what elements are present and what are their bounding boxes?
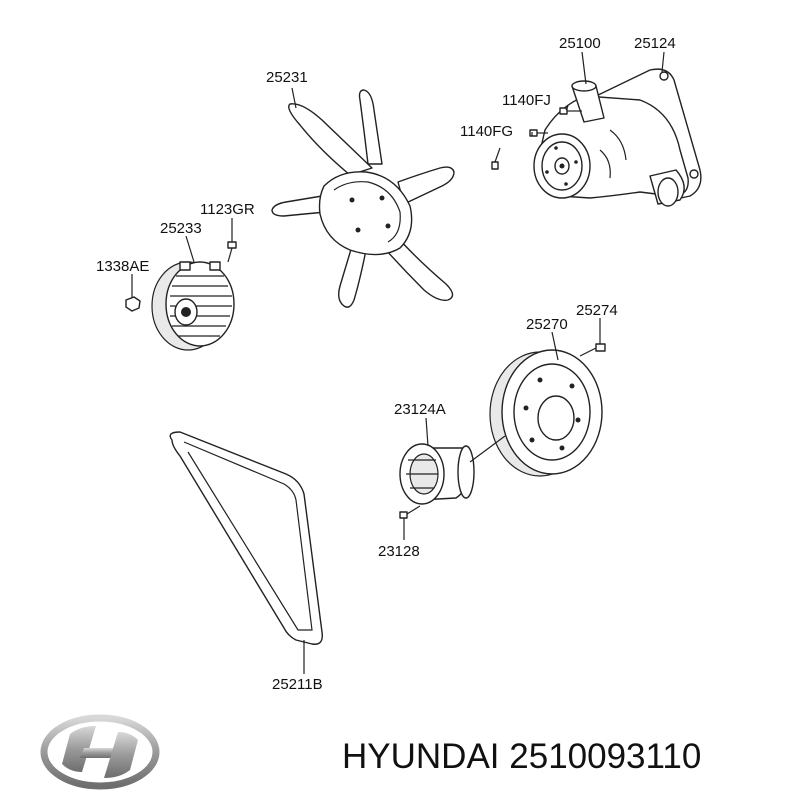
label-25124: 25124	[634, 35, 676, 52]
bolt-1140fj	[559, 107, 582, 115]
label-23124a: 23124A	[394, 401, 446, 418]
label-1123gr: 1123GR	[200, 201, 255, 218]
label-25270: 25270	[526, 316, 568, 333]
pulley-hub	[399, 435, 506, 505]
label-25211b: 25211B	[272, 676, 323, 693]
fan-bolt-1123gr	[227, 241, 237, 263]
label-1338ae: 1338AE	[96, 258, 149, 275]
label-25231: 25231	[266, 69, 308, 86]
label-1140fj: 1140FJ	[502, 92, 551, 109]
hyundai-logo-icon	[40, 714, 160, 790]
leader-lines	[131, 51, 665, 674]
label-23128: 23128	[378, 543, 420, 560]
part-number: 2510093110	[509, 737, 702, 776]
hub-bolt-23128	[399, 505, 421, 519]
brand-name: HYUNDAI	[342, 737, 500, 776]
crank-pulley	[489, 349, 603, 477]
label-25100: 25100	[559, 35, 601, 52]
water-pump	[533, 80, 689, 207]
product-caption: HYUNDAI 2510093110	[342, 732, 792, 782]
fan-clutch	[151, 261, 235, 351]
label-25233: 25233	[160, 220, 202, 237]
fan-nut-1338ae	[125, 296, 141, 312]
label-25274: 25274	[576, 302, 618, 319]
pulley-bolt-25274	[579, 343, 606, 357]
label-1140fg: 1140FG	[460, 123, 513, 140]
v-belt	[169, 431, 323, 645]
cooling-fan	[271, 89, 455, 308]
bolt-1140fg	[491, 129, 548, 170]
